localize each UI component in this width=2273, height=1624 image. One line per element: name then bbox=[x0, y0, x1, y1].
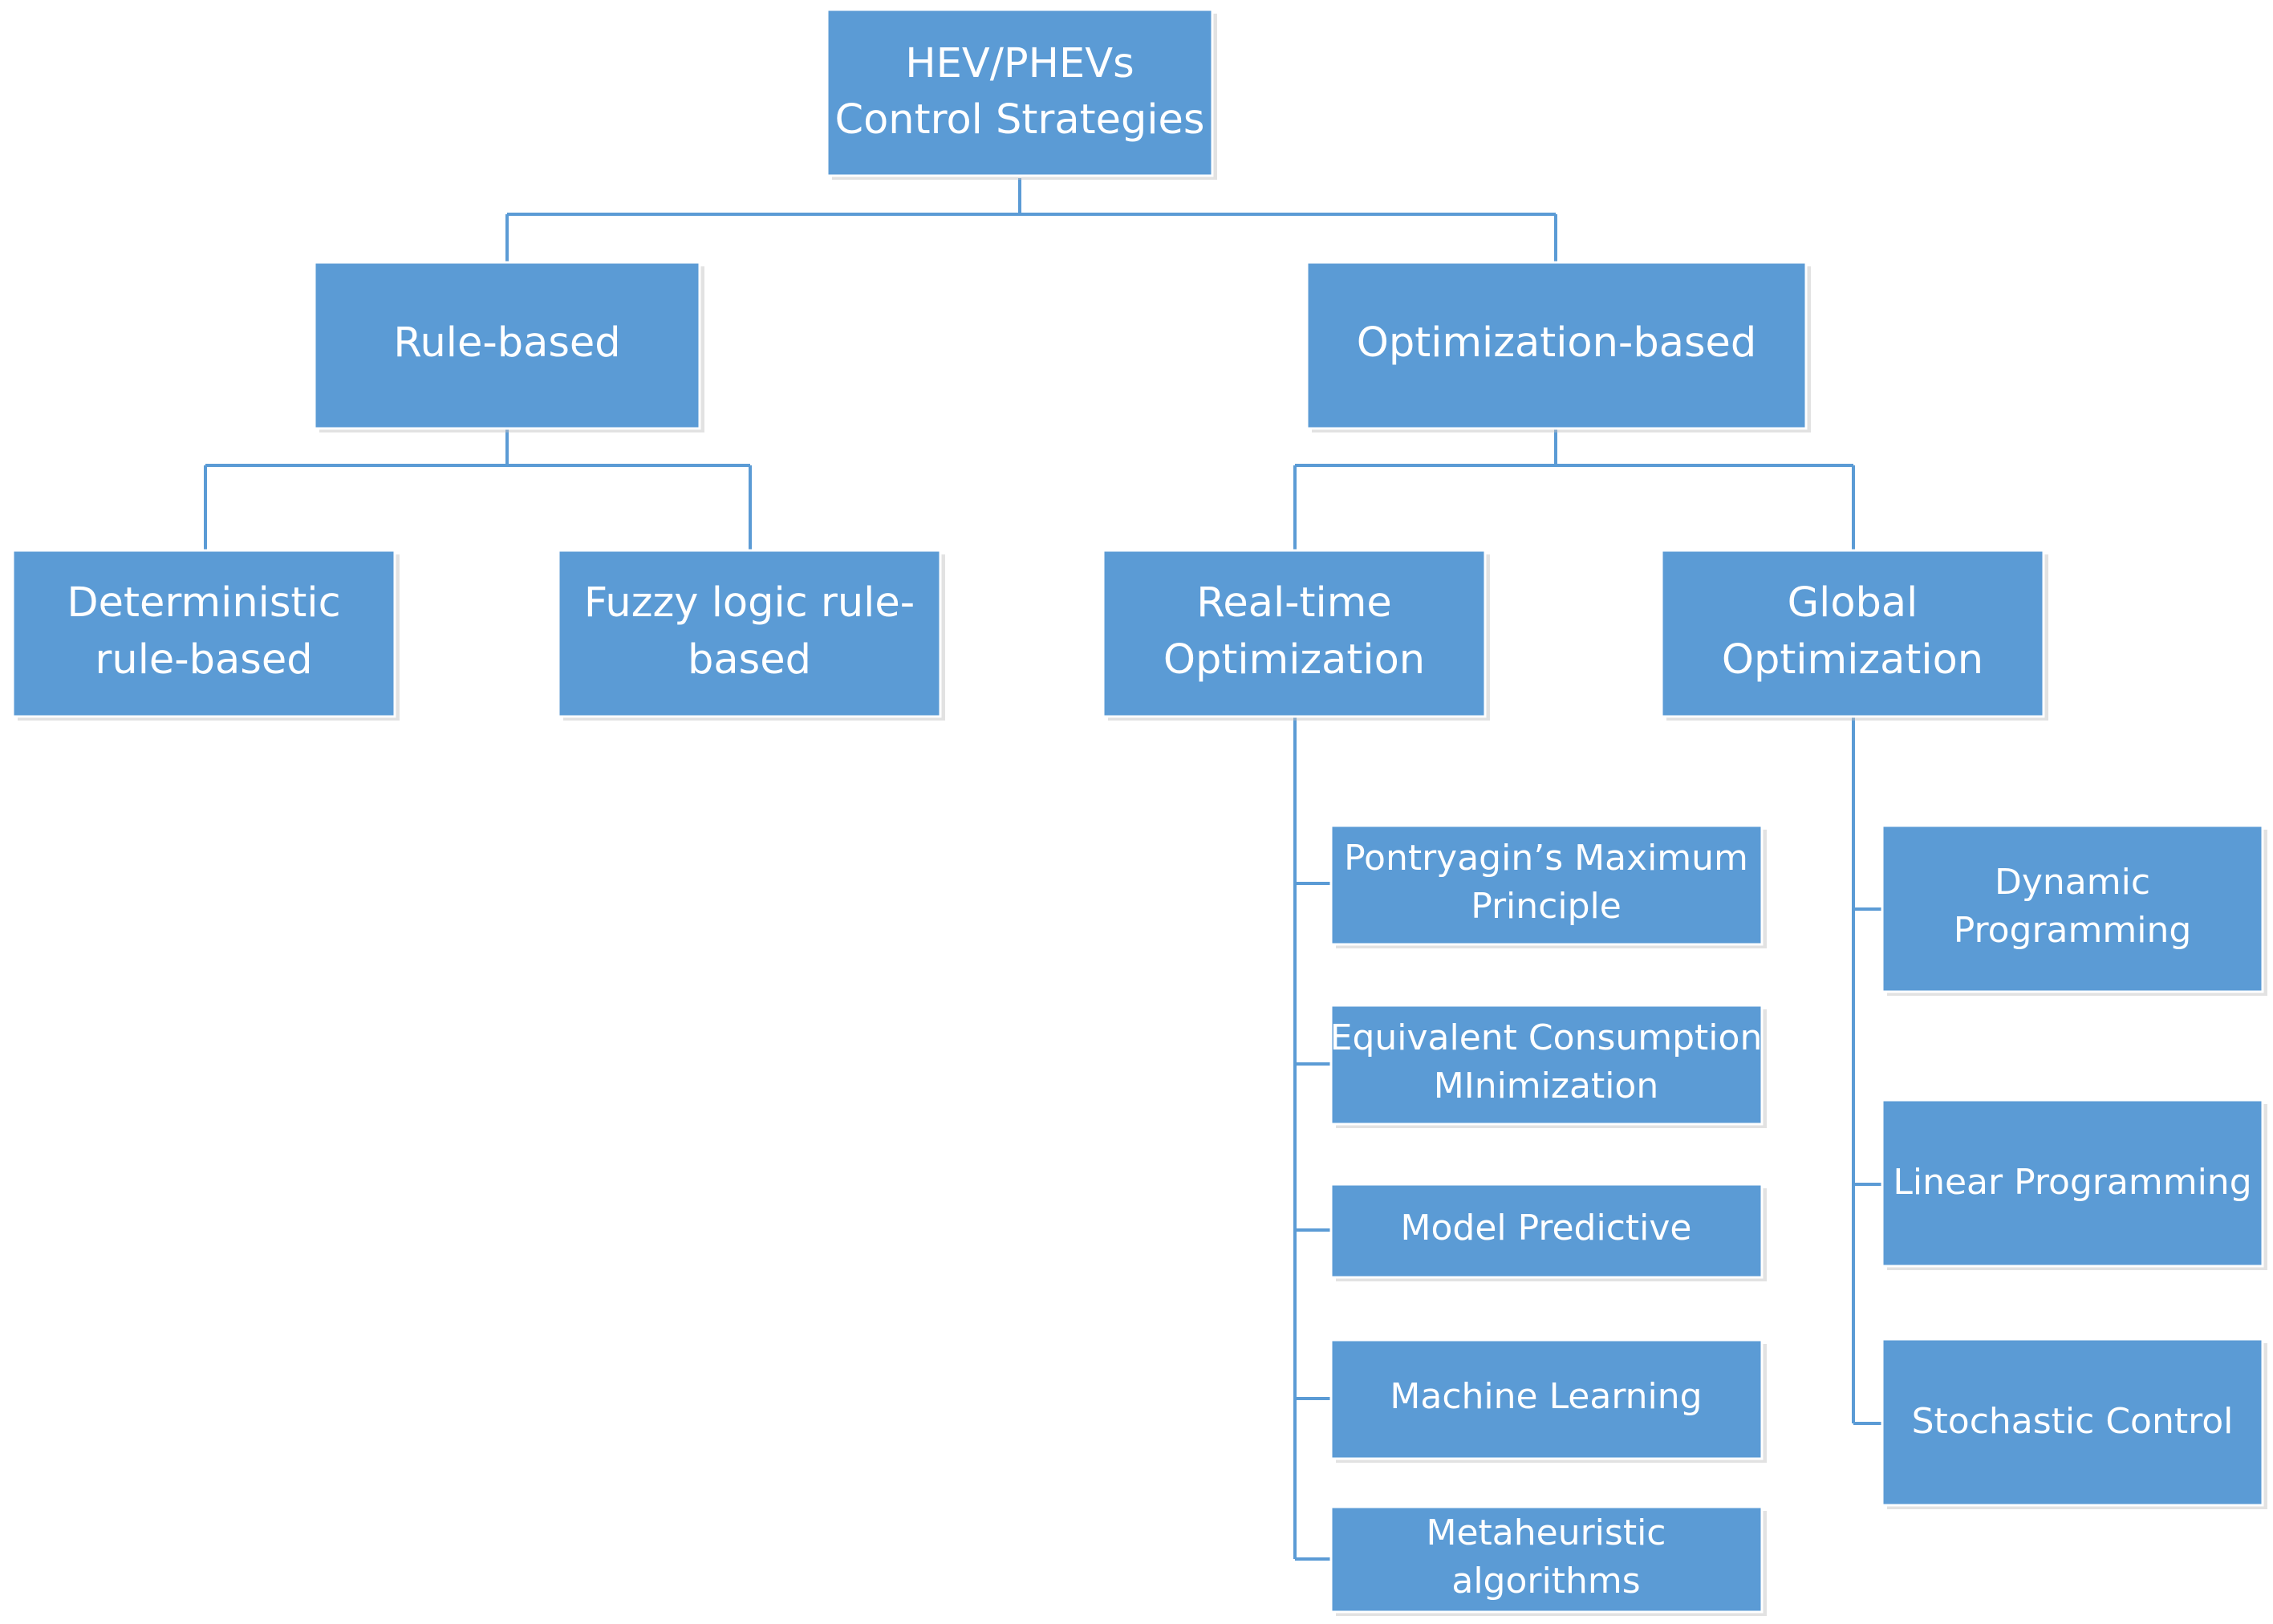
node-metaheuristic-line-2: algorithms bbox=[1451, 1561, 1640, 1602]
node-linear-programming-label: Linear Programming bbox=[1893, 1162, 2251, 1203]
node-dynamic-programming-line-1: Dynamic bbox=[1995, 862, 2150, 903]
connectors bbox=[204, 178, 1882, 1561]
node-global-line-2: Optimization bbox=[1722, 636, 1983, 684]
node-model-predictive-label: Model Predictive bbox=[1401, 1208, 1692, 1248]
node-stochastic-control-label: Stochastic Control bbox=[1912, 1401, 2234, 1442]
node-optimization-based: Optimization-based bbox=[1305, 261, 1811, 432]
node-root-line-1: HEV/PHEVs bbox=[905, 40, 1134, 87]
node-rule-based-label: Rule-based bbox=[393, 319, 620, 367]
node-machine-learning: Machine Learning bbox=[1329, 1338, 1767, 1463]
connector-global-methods bbox=[1852, 717, 1882, 1425]
node-pontryagin: Pontryagin’s Maximum Principle bbox=[1329, 824, 1767, 948]
node-dynamic-programming-line-2: Programming bbox=[1954, 910, 2192, 951]
connector-real-time-methods bbox=[1293, 717, 1331, 1561]
node-model-predictive: Model Predictive bbox=[1329, 1183, 1767, 1281]
node-deterministic-line-2: rule-based bbox=[95, 636, 312, 684]
node-global-optimization: Global Optimization bbox=[1660, 549, 2048, 721]
node-pontryagin-line-1: Pontryagin’s Maximum bbox=[1344, 838, 1748, 879]
node-metaheuristic: Metaheuristic algorithms bbox=[1329, 1505, 1767, 1616]
node-dynamic-programming: Dynamic Programming bbox=[1881, 824, 2267, 996]
node-fuzzy-line-1: Fuzzy logic rule- bbox=[584, 579, 915, 627]
node-ecms-line-2: MInimization bbox=[1434, 1066, 1658, 1106]
connector-rule-based-children bbox=[204, 428, 752, 550]
node-optimization-based-label: Optimization-based bbox=[1357, 319, 1757, 367]
node-real-time-optimization: Real-time Optimization bbox=[1102, 549, 1490, 721]
node-pontryagin-line-2: Principle bbox=[1471, 886, 1622, 927]
connector-root-to-level1 bbox=[505, 178, 1557, 262]
node-ecms: Equivalent Consumption MInimization bbox=[1329, 1004, 1767, 1128]
node-fuzzy-line-2: based bbox=[688, 636, 811, 684]
node-deterministic-line-1: Deterministic bbox=[67, 579, 340, 627]
node-linear-programming: Linear Programming bbox=[1881, 1098, 2267, 1270]
node-fuzzy-logic-rule-based: Fuzzy logic rule- based bbox=[557, 549, 945, 721]
node-rule-based: Rule-based bbox=[313, 261, 704, 432]
node-stochastic-control: Stochastic Control bbox=[1881, 1338, 2267, 1509]
node-root-line-2: Control Strategies bbox=[834, 96, 1204, 144]
node-global-line-1: Global bbox=[1788, 579, 1918, 627]
node-root: HEV/PHEVs Control Strategies bbox=[826, 8, 1217, 180]
node-deterministic-rule-based: Deterministic rule-based bbox=[11, 549, 400, 721]
node-real-time-line-1: Real-time bbox=[1196, 579, 1392, 627]
node-real-time-line-2: Optimization bbox=[1163, 636, 1425, 684]
node-ecms-line-1: Equivalent Consumption bbox=[1330, 1017, 1763, 1058]
node-machine-learning-label: Machine Learning bbox=[1390, 1376, 1702, 1417]
node-metaheuristic-line-1: Metaheuristic bbox=[1427, 1512, 1666, 1553]
connector-optimization-children bbox=[1293, 428, 1855, 550]
